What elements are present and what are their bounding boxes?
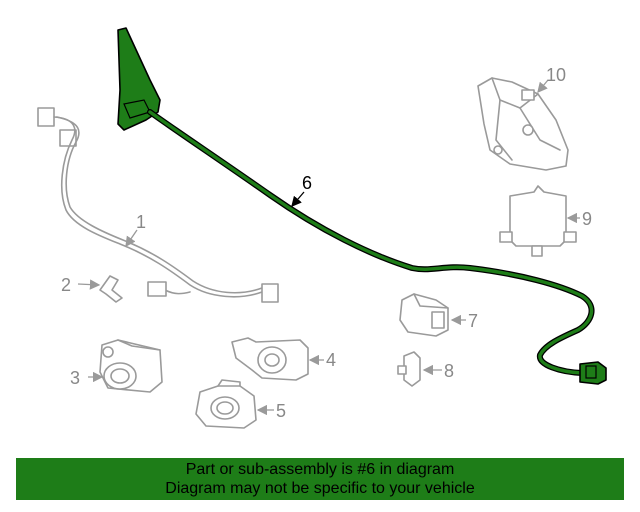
parts-diagram: 1 2 3 4 5 6 bbox=[37, 27, 607, 429]
callout-2: 2 bbox=[61, 275, 71, 295]
part-8-bracket[interactable] bbox=[397, 351, 421, 387]
callout-3: 3 bbox=[70, 368, 80, 388]
callout-9: 9 bbox=[582, 209, 592, 229]
part-4-parking-sensor[interactable] bbox=[231, 337, 309, 381]
part-6-antenna-harness[interactable] bbox=[117, 27, 607, 385]
banner-line-2: Diagram may not be specific to your vehi… bbox=[165, 480, 475, 497]
callout-6: 6 bbox=[302, 173, 312, 193]
banner-line-1: Part or sub-assembly is #6 in diagram bbox=[185, 461, 455, 478]
part-7-sensor[interactable] bbox=[399, 293, 449, 337]
callout-5: 5 bbox=[276, 401, 286, 421]
callout-8: 8 bbox=[444, 361, 454, 381]
part-2-clip[interactable] bbox=[99, 275, 123, 303]
callout-4: 4 bbox=[326, 350, 336, 370]
part-3-sensor-bracket[interactable] bbox=[99, 339, 163, 393]
part-10-bracket[interactable] bbox=[477, 77, 569, 171]
callout-7: 7 bbox=[468, 311, 478, 331]
part-1-wiring-harness[interactable] bbox=[37, 107, 279, 303]
part-9-control-module[interactable] bbox=[499, 185, 577, 257]
part-5-retainer[interactable] bbox=[195, 379, 257, 429]
callout-1: 1 bbox=[136, 212, 146, 232]
part-info-banner: Part or sub-assembly is #6 in diagram Di… bbox=[16, 458, 624, 500]
callout-10: 10 bbox=[546, 65, 566, 85]
